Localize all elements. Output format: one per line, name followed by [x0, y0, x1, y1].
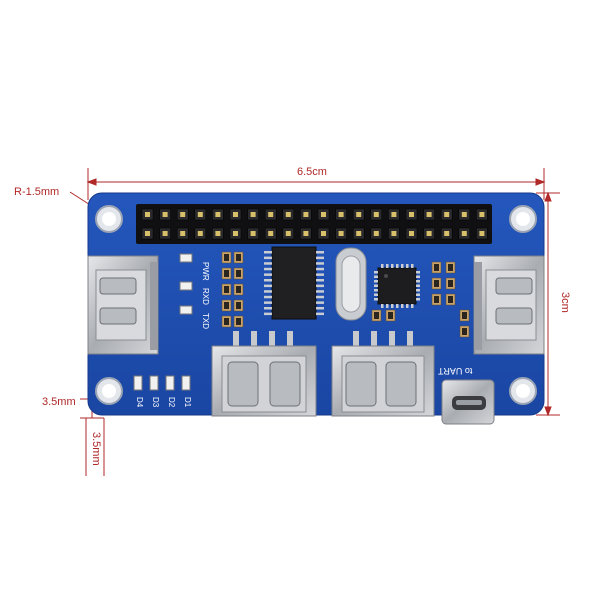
silk-uart: to UART [438, 366, 473, 376]
gpio-header [136, 204, 492, 244]
usb-port-bottom-2 [331, 331, 435, 417]
width-dimension-line [86, 168, 546, 200]
crystal-oscillator [335, 247, 367, 321]
silk-d1: D1 [183, 397, 192, 408]
hub-chip [264, 246, 324, 320]
height-dimension-line [536, 191, 560, 417]
silk-rxd: RXD [201, 288, 210, 305]
silk-txd: TXD [201, 313, 210, 329]
hole-offset-x-label: 3.5mm [90, 432, 102, 466]
status-leds [133, 253, 193, 391]
silk-pwr: PWR [201, 262, 210, 281]
usb-port-right [473, 255, 545, 355]
micro-usb-port [441, 379, 495, 425]
hole-offset-y-label: 3.5mm [42, 396, 76, 408]
silk-d3: D3 [151, 397, 160, 408]
corner-radius-label: R-1.5mm [14, 186, 60, 198]
passive-components [221, 251, 470, 338]
silk-d2: D2 [167, 397, 176, 408]
uart-chip [374, 264, 420, 308]
hole-offset-x-line [85, 418, 105, 476]
height-label: 3cm [559, 292, 571, 313]
width-label: 6.5cm [297, 166, 327, 178]
usb-port-left [87, 255, 159, 355]
silk-d4: D4 [135, 397, 144, 408]
usb-port-bottom-1 [211, 331, 317, 417]
mounting-holes [95, 205, 537, 405]
